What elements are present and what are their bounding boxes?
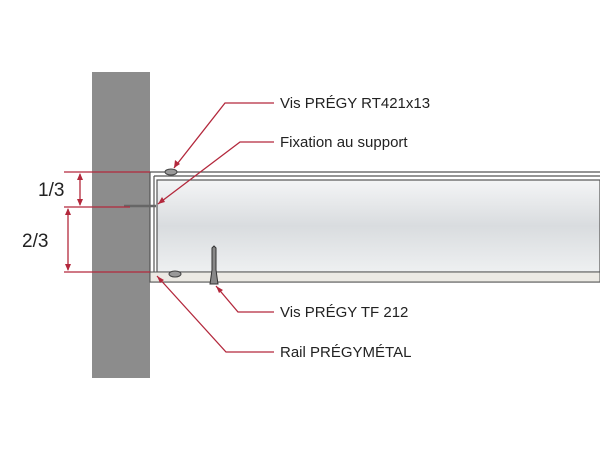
label-screw-top: Vis PRÉGY RT421x13 <box>280 95 430 112</box>
dimension-lower-label: 2/3 <box>22 231 48 252</box>
top-screw-head <box>164 168 178 176</box>
leader-arrowheads <box>157 160 223 293</box>
wall <box>92 72 150 378</box>
label-rail: Rail PRÉGYMÉTAL <box>280 344 411 361</box>
label-screw-bottom: Vis PRÉGY TF 212 <box>280 304 408 321</box>
bottom-strip <box>149 271 600 283</box>
leader-lines <box>156 102 274 353</box>
rail-and-board <box>124 168 600 285</box>
dimension-upper-label: 1/3 <box>38 180 64 201</box>
dimension-lines <box>64 171 150 273</box>
board-panel <box>156 179 600 273</box>
drywall-screw <box>209 245 219 285</box>
label-fixation: Fixation au support <box>280 134 408 151</box>
bottom-screw-head <box>168 270 182 278</box>
